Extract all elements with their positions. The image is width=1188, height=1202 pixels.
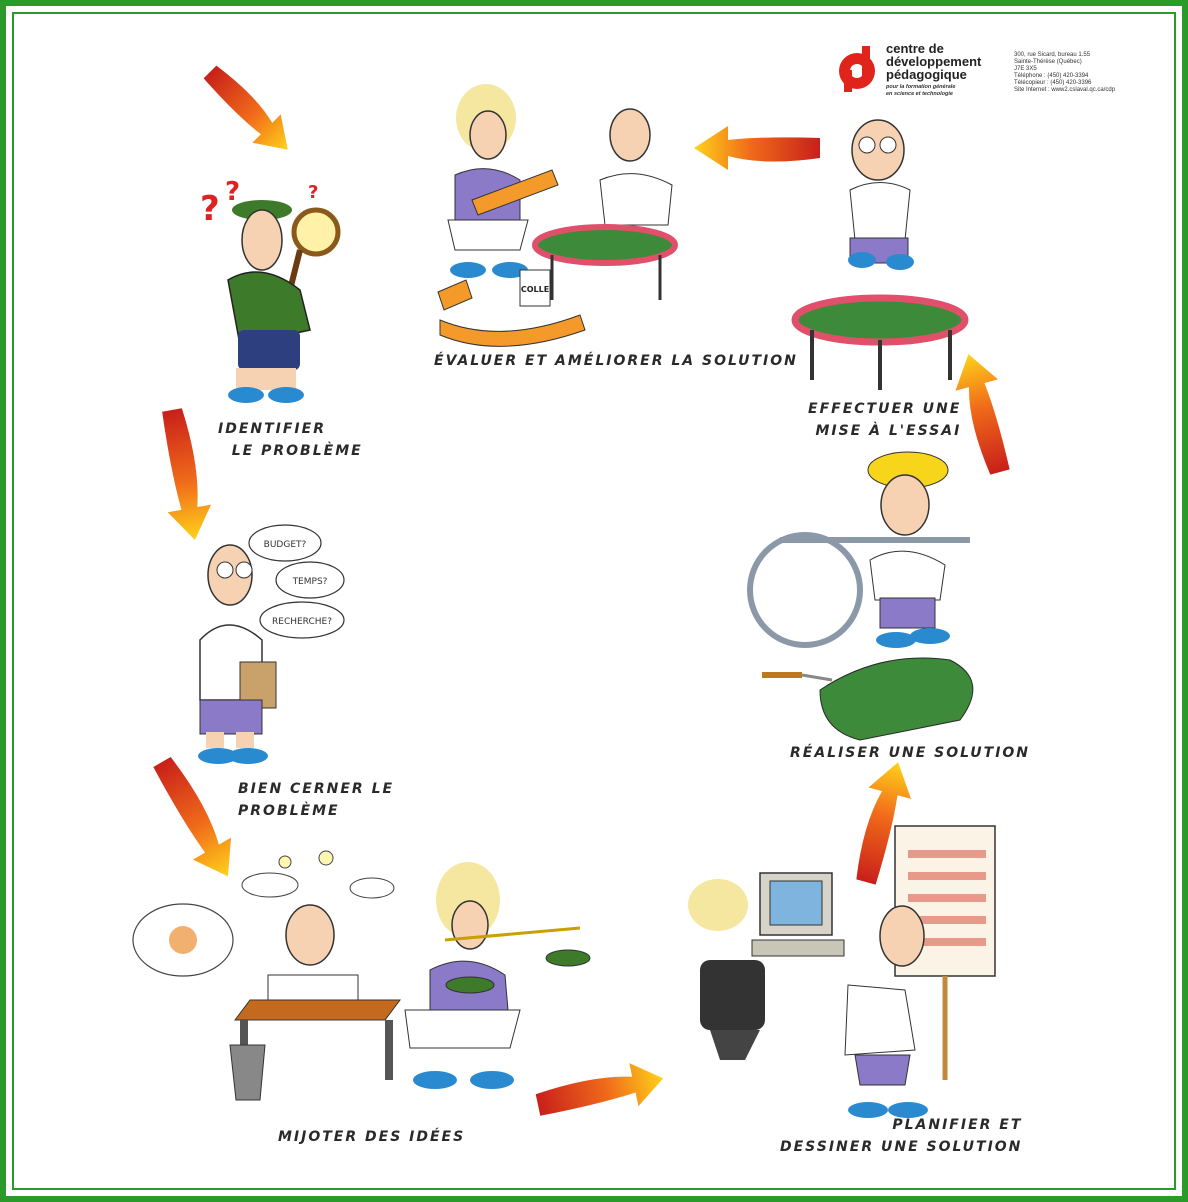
scene-identify-problem: ? ? ? bbox=[200, 177, 341, 403]
svg-text:?: ? bbox=[200, 189, 220, 229]
address-line: Téléphone : (450) 420-3394 bbox=[1014, 73, 1089, 79]
arrow-5-to-6 bbox=[955, 354, 1010, 475]
step-label-build: RÉALISER UNE SOLUTION bbox=[790, 745, 1031, 761]
step-label-evaluate: ÉVALUER ET AMÉLIORER LA SOLUTION bbox=[434, 353, 798, 369]
svg-text:?: ? bbox=[225, 177, 240, 207]
arrow-start bbox=[203, 65, 288, 150]
step-label-test: EFFECTUER UNE MISE À L'ESSAI bbox=[808, 401, 962, 439]
bubble-budget: BUDGET? bbox=[264, 540, 307, 550]
scene-plan-design bbox=[688, 825, 996, 1118]
scene-define-problem bbox=[198, 524, 345, 764]
address-line: Sainte-Thérèse (Québec) bbox=[1014, 59, 1082, 65]
svg-text:?: ? bbox=[308, 182, 318, 203]
address-line: J7E 3X5 bbox=[1014, 66, 1037, 72]
logo-name-line: développement bbox=[886, 54, 982, 69]
arrow-6-to-7 bbox=[694, 126, 820, 170]
logo-name-line: centre de bbox=[886, 41, 944, 56]
cdp-logo-tagline: pour la formation générale en science et… bbox=[886, 84, 955, 98]
glue-label: COLLE bbox=[521, 285, 549, 294]
step-label-identify: IDENTIFIER LE PROBLÈME bbox=[218, 421, 363, 459]
bubble-temps: TEMPS? bbox=[292, 577, 328, 587]
arrow-2-to-3 bbox=[153, 757, 232, 877]
bubble-recherche: RECHERCHE? bbox=[272, 617, 332, 627]
scene-test-solution bbox=[791, 119, 969, 390]
arrow-4-to-5 bbox=[856, 762, 912, 885]
scene-build-solution bbox=[747, 451, 974, 741]
logo-tagline-line: pour la formation générale bbox=[886, 84, 956, 90]
address-line: Site Internet : www2.cslaval.qc.ca/cdp bbox=[1014, 87, 1116, 93]
address-line: 300, rue Sicard, bureau 1.55 bbox=[1014, 52, 1091, 58]
step-label-brainstorm: MIJOTER DES IDÉES bbox=[278, 1129, 466, 1145]
scene-brainstorm bbox=[132, 850, 591, 1101]
arrow-3-to-4 bbox=[535, 1063, 664, 1116]
cdp-logo-name: centre de développement pédagogique bbox=[886, 42, 981, 81]
inner-border bbox=[12, 12, 1176, 1190]
step-label-define: BIEN CERNER LE PROBLÈME bbox=[238, 781, 395, 819]
cdp-logo: centre de développement pédagogique pour… bbox=[832, 40, 1162, 110]
arrow-1-to-2 bbox=[162, 408, 212, 540]
logo-tagline-line: en science et technologie bbox=[886, 91, 953, 97]
logo-name-line: pédagogique bbox=[886, 67, 967, 82]
cdp-address: 300, rue Sicard, bureau 1.55 Sainte-Thér… bbox=[1014, 52, 1115, 94]
cdp-logo-mark bbox=[839, 46, 875, 92]
address-line: Télécopieur : (450) 420-3396 bbox=[1014, 80, 1092, 86]
step-label-plan: PLANIFIER ET DESSINER UNE SOLUTION bbox=[780, 1117, 1023, 1155]
scene-evaluate-improve: COLLE bbox=[437, 84, 678, 347]
